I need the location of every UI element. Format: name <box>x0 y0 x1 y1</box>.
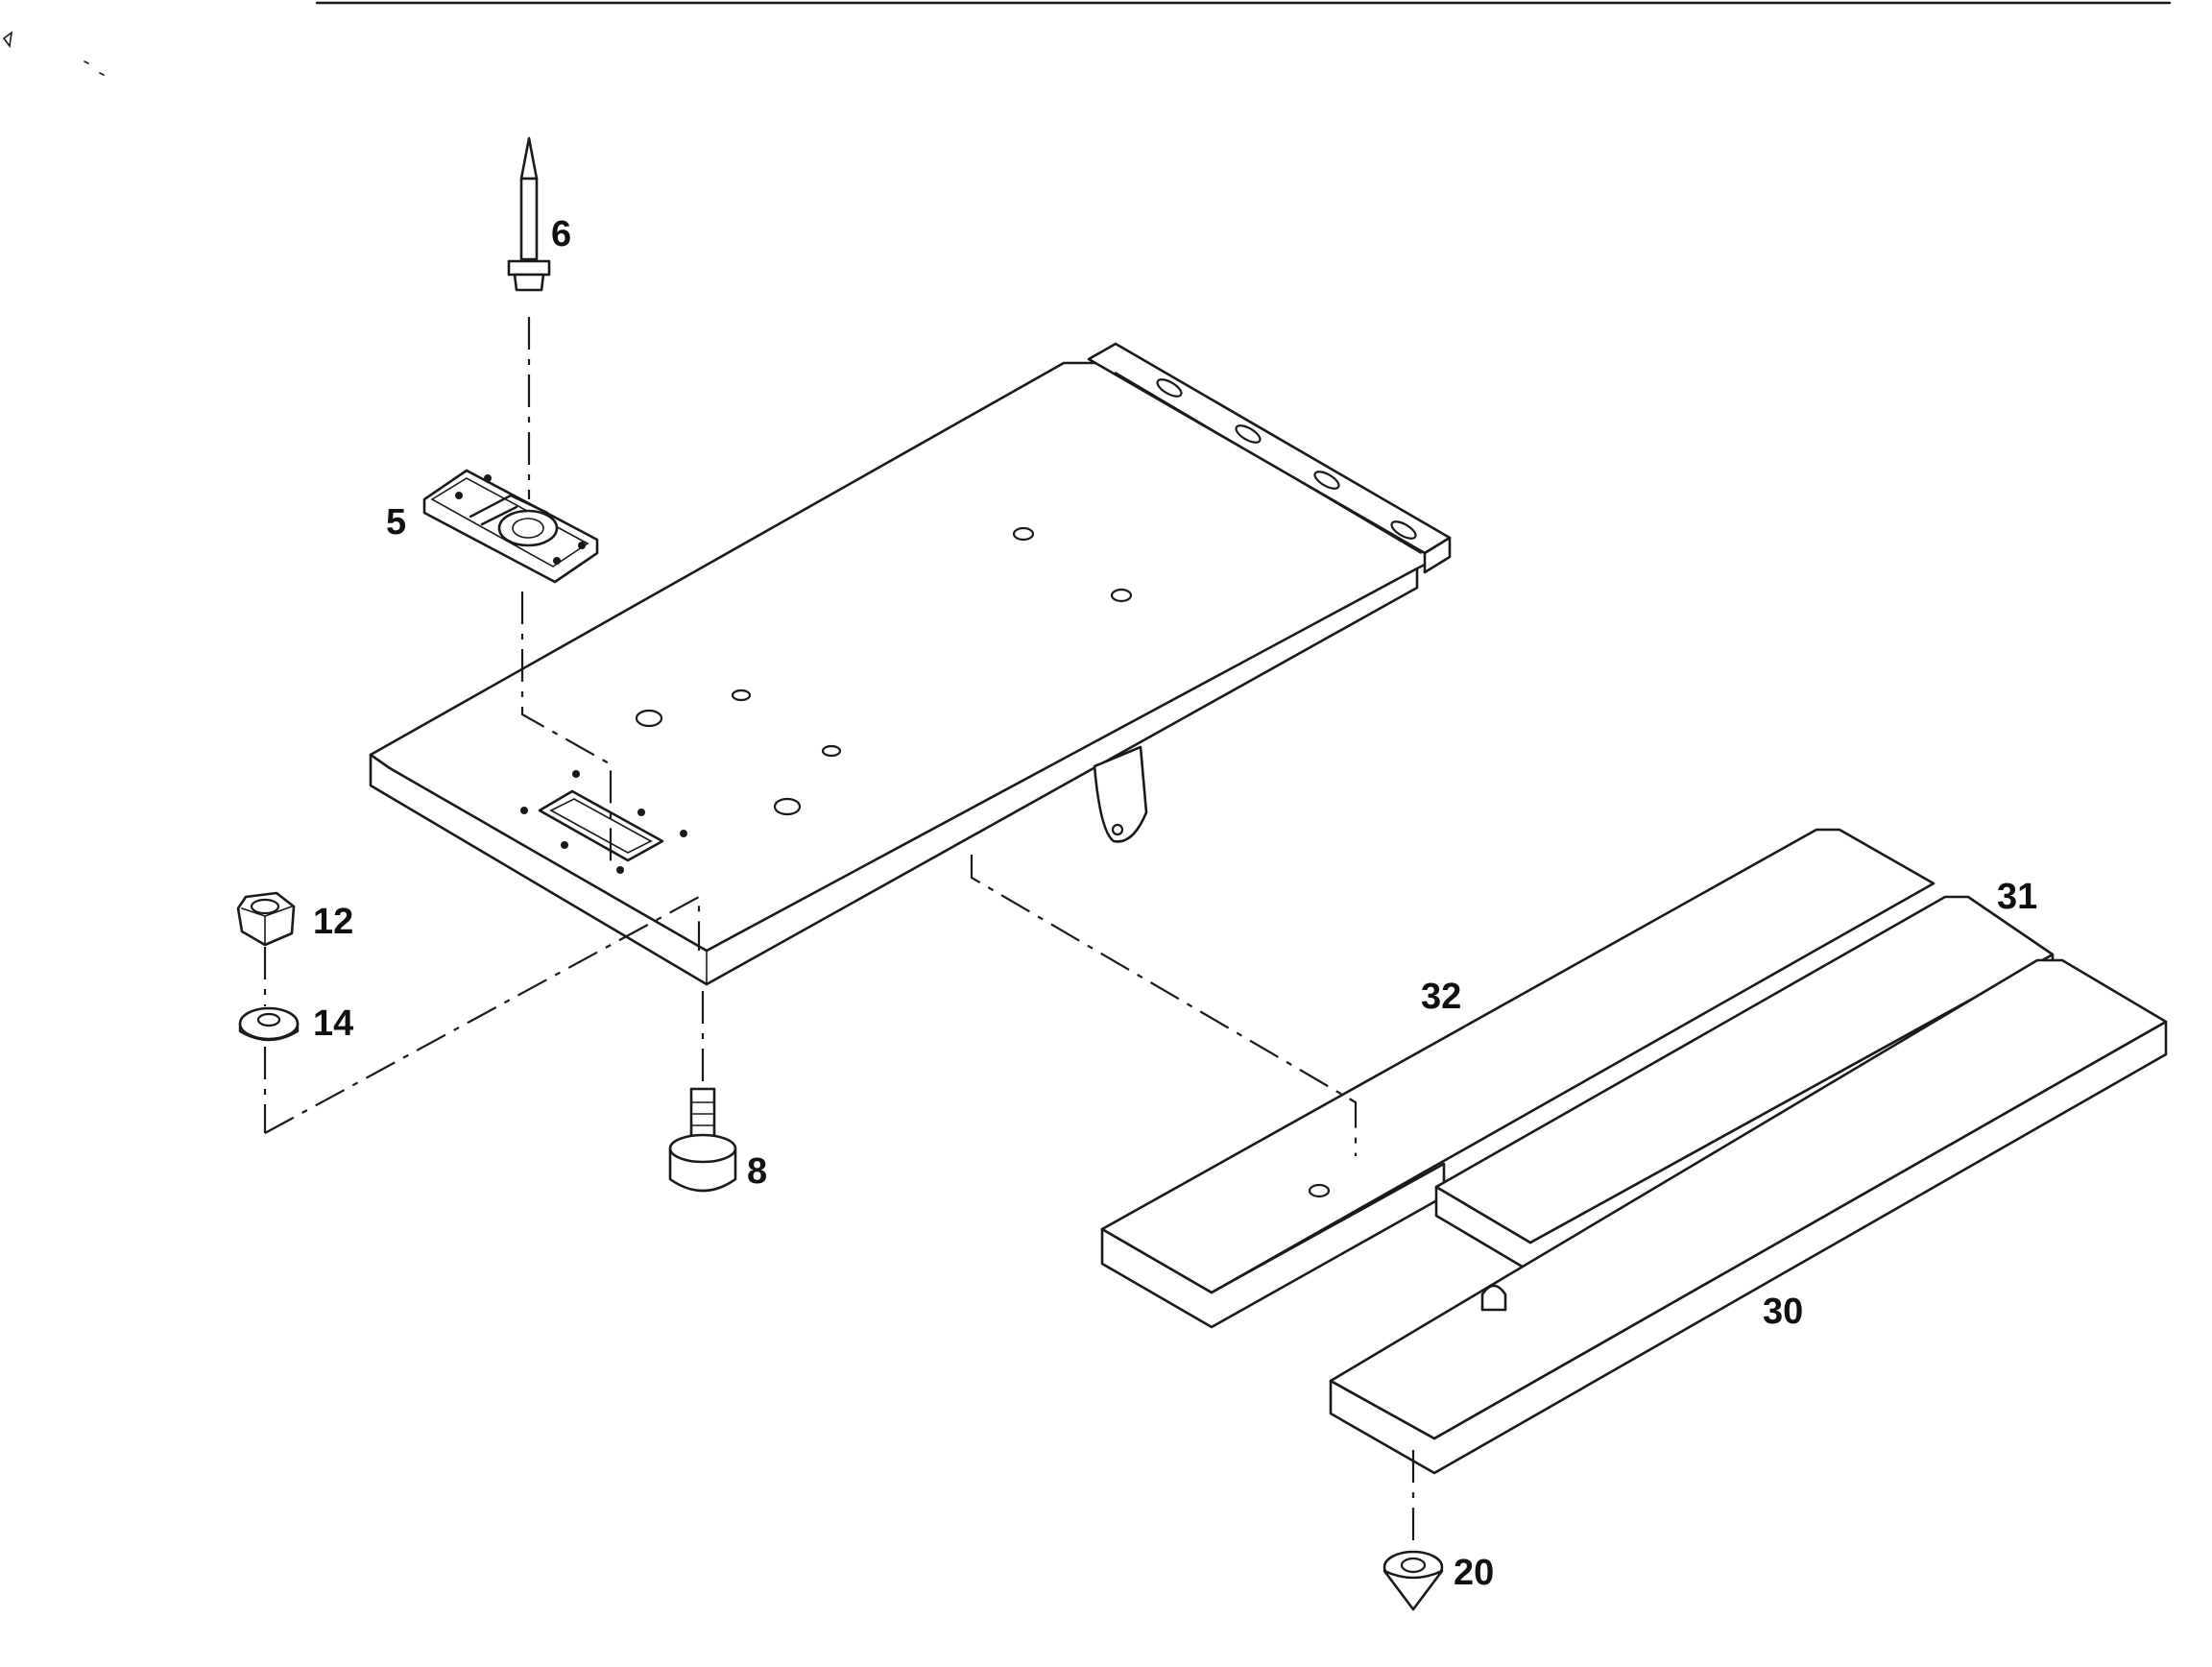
part-30-board <box>1329 958 2168 1475</box>
callout-5: 5 <box>386 502 406 543</box>
part-8-foot <box>668 1087 737 1193</box>
callout-30: 30 <box>1763 1292 1803 1332</box>
callout-12: 12 <box>313 902 353 942</box>
assembly-lines <box>263 317 1415 1548</box>
scan-marks <box>2 31 105 76</box>
base-plate <box>369 342 1452 986</box>
part-20-cone-foot <box>1382 1550 1444 1611</box>
callout-31: 31 <box>1997 877 2037 917</box>
callout-14: 14 <box>313 1003 353 1044</box>
part-6-pin <box>507 136 551 292</box>
part-14-washer <box>238 1006 300 1042</box>
part-5-bracket <box>422 469 599 584</box>
part-12-hex-nut <box>236 891 296 947</box>
callout-8: 8 <box>747 1151 767 1192</box>
callout-32: 32 <box>1421 977 1461 1017</box>
callout-20: 20 <box>1454 1553 1494 1593</box>
callout-6: 6 <box>551 214 571 254</box>
